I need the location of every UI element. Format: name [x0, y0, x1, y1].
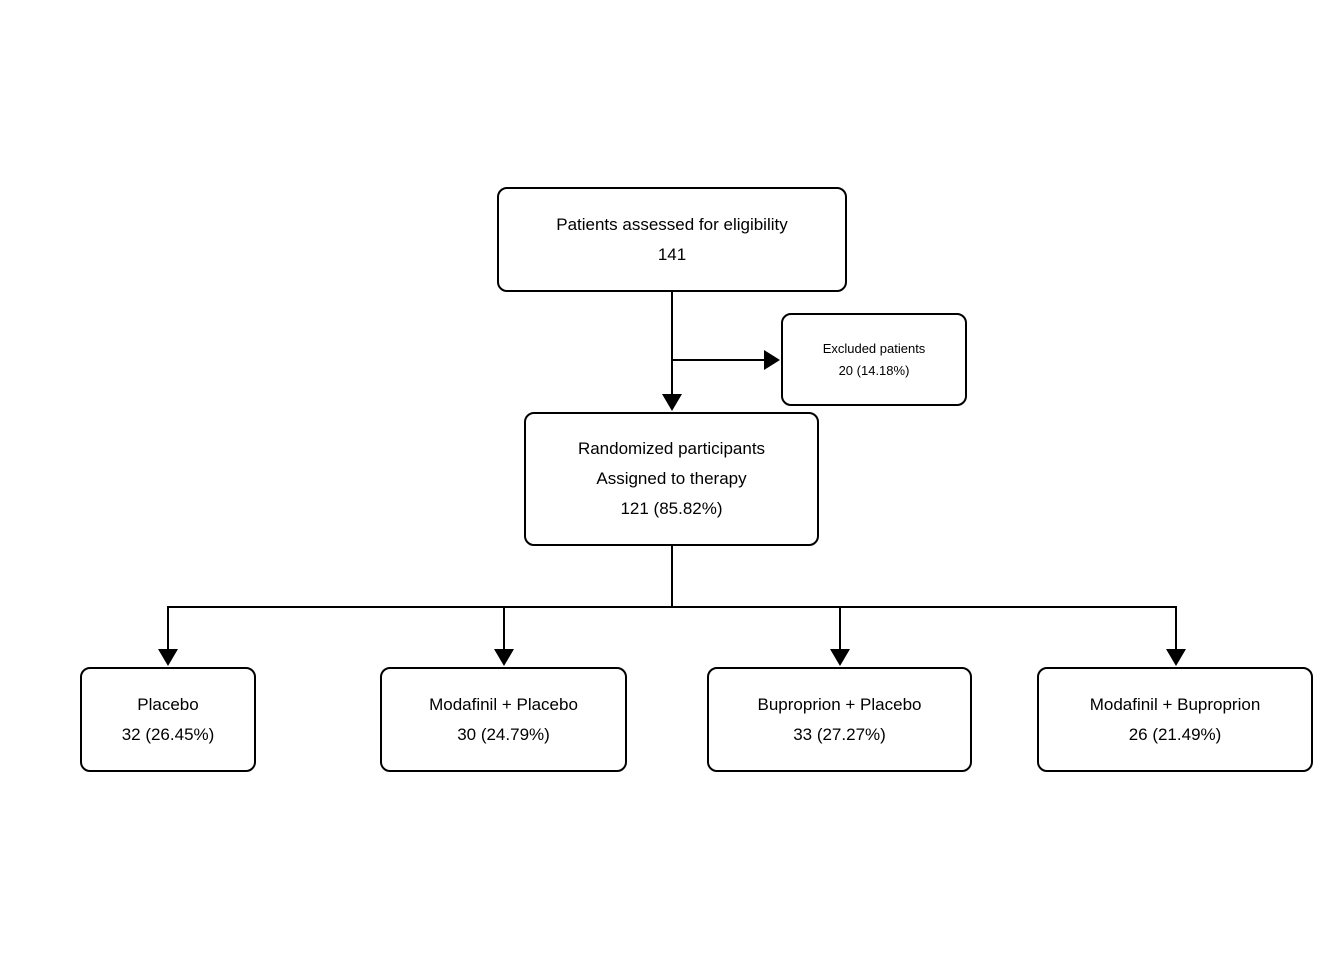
connector-to-excluded [672, 350, 780, 370]
excluded-box: Excluded patients 20 (14.18%) [781, 313, 967, 406]
arm-buproprion-placebo-box: Buproprion + Placebo 33 (27.27%) [707, 667, 972, 772]
connector-eligibility-to-randomized [662, 292, 682, 411]
arm-modafinil-buproprion-count: 26 (21.49%) [1128, 724, 1222, 744]
randomized-label-2: Assigned to therapy [596, 469, 747, 488]
arm-placebo-label: Placebo [137, 694, 199, 714]
connector-to-arm-buproprion-placebo [830, 606, 850, 666]
eligibility-count: 141 [657, 244, 687, 264]
connector-to-arm-modafinil-placebo [494, 606, 514, 666]
arm-modafinil-placebo-count: 30 (24.79%) [457, 724, 550, 744]
arm-buproprion-placebo-label: Buproprion + Placebo [757, 694, 922, 714]
eligibility-box: Patients assessed for eligibility 141 [497, 187, 847, 292]
arm-placebo-box: Placebo 32 (26.45%) [80, 667, 256, 772]
eligibility-label: Patients assessed for eligibility [556, 214, 788, 234]
arm-modafinil-placebo-label: Modafinil + Placebo [429, 694, 578, 714]
arm-modafinil-buproprion-box: Modafinil + Buproprion 26 (21.49%) [1037, 667, 1313, 772]
arm-modafinil-placebo-box: Modafinil + Placebo 30 (24.79%) [380, 667, 627, 772]
arm-buproprion-placebo-count: 33 (27.27%) [793, 724, 886, 744]
excluded-count: 20 (14.18%) [838, 362, 910, 378]
randomized-count: 121 (85.82%) [620, 499, 723, 518]
excluded-label: Excluded patients [822, 340, 926, 356]
arm-placebo-count: 32 (26.45%) [121, 724, 215, 744]
connector-to-arm-placebo [158, 606, 178, 666]
connector-randomized-to-bus [168, 546, 1176, 608]
connector-to-arm-modafinil-buproprion [1166, 606, 1186, 666]
randomized-label-1: Randomized participants [577, 439, 766, 458]
arm-modafinil-buproprion-label: Modafinil + Buproprion [1089, 694, 1261, 714]
randomized-box: Randomized participants Assigned to ther… [524, 412, 819, 546]
